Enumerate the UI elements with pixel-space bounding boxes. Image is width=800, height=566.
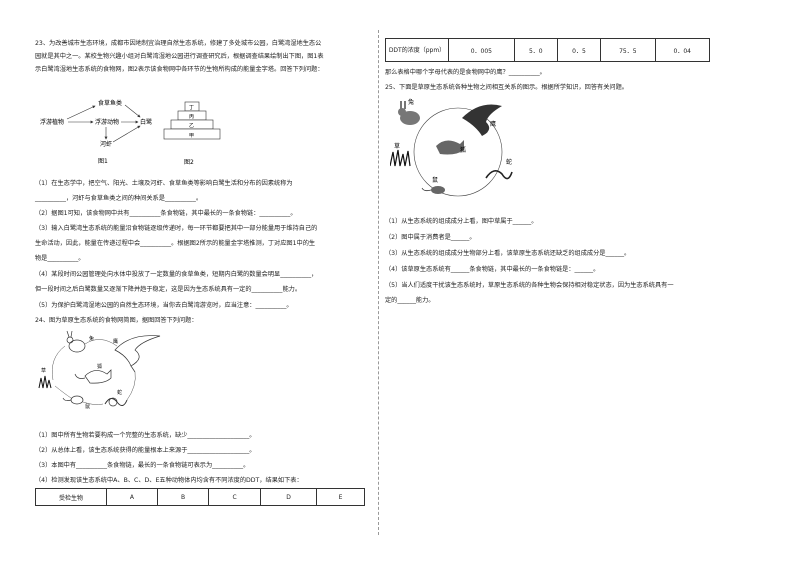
snake-icon <box>485 170 513 180</box>
q23-s1b: __________，河虾与食草鱼类之间的种间关系是__________。 <box>35 195 203 202</box>
table-header-e: E <box>316 488 365 506</box>
rabbit-icon <box>66 330 86 353</box>
q23-s3b: 生命活动，因此，能量在传递过程中会__________。根据图2所示的能量金字塔… <box>35 240 316 247</box>
q25-cycle-ring <box>413 107 503 197</box>
q25-label-eagle: 鹰 <box>490 120 496 128</box>
fig1-node-mid: 浮游动物 <box>95 118 119 126</box>
fox-icon <box>436 140 464 155</box>
fig1-caption: 图1 <box>98 158 108 165</box>
q24-label-mouse: 鼠 <box>85 403 90 410</box>
q23-intro-line1: 23、为改善城市生态环境，成都市因地制宜治理自然生态系统，修建了多处城市公园，白… <box>35 40 322 47</box>
column-divider <box>378 30 379 535</box>
q23-s4a: （4）某段时间公园管理处向水体中投放了一定数量的食草鱼类，短期内白鹭的数量会明显… <box>35 271 318 278</box>
fig1-node-bottom: 河虾 <box>100 140 112 148</box>
q23-intro-line2: 园就是其中之一。某校生物兴趣小组对白鹭湾湿地公园进行调查研究后，根据调查结果绘制… <box>35 53 324 60</box>
rabbit-icon <box>398 101 420 125</box>
table-header-b: B <box>156 488 210 506</box>
q24-label-snake: 蛇 <box>117 389 122 396</box>
q23-s2: （2）据图1可知，该食物网中共有__________条食物链，其中最长的一条食物… <box>35 210 297 217</box>
q25-label-snake: 蛇 <box>506 158 512 166</box>
q25-s3: （3）从生态系统的组成成分生物部分上看，该草原生态系统还缺乏的组成成分是____… <box>385 250 631 257</box>
q25-s5a: （5）当人们适度干扰该生态系统时，草原生态系统的各种生物会保持相对稳定状态，因为… <box>385 282 674 289</box>
fig2-caption: 图2 <box>184 159 194 166</box>
mouse-icon <box>421 186 445 194</box>
q23-s1a: （1）在生态学中，把空气、阳光、土壤及河虾、食草鱼类等影响白鹭生活和分布的因素统… <box>35 180 293 187</box>
q24-ddt-table-header: 受检生物 A B C D E <box>35 488 365 506</box>
fig1-node-right: 白鹭 <box>140 118 152 126</box>
q25-food-web-figure: 兔 鹰 草 狐 鼠 蛇 <box>390 98 513 197</box>
fox-icon <box>74 369 112 384</box>
q24-intro: 24、图为草原生态系统的食物网简图，据图回答下列问题： <box>35 317 198 324</box>
grass-icon <box>38 375 52 389</box>
q25-s4: （4）该草原生态系统有______条食物链，其中最长的一条食物链是：______… <box>385 266 600 273</box>
ddt-value-e: 0．04 <box>654 38 711 62</box>
q23-s4b: 但一段时间之后白鹭数量又逐渐下降并趋于稳定，这是因为生态系统具有一定的_____… <box>35 286 302 293</box>
q23-food-web-figure: 食草鱼类 浮游植物 浮游动物 白鹭 河虾 图1 <box>40 99 152 165</box>
q25-s1: （1）从生态系统的组成成分上看，图中草属于______。 <box>385 218 538 225</box>
q25-label-grass: 草 <box>394 142 400 150</box>
eagle-icon <box>114 335 161 373</box>
grass-icon <box>390 149 411 167</box>
ddt-value-a: 0．005 <box>448 38 515 62</box>
pyramid-label-2: 丙 <box>189 114 194 120</box>
q23-s5: （5）为保护白鹭湾湿地公园的自然生态环境，当你去白鹭湾游览时，应当注意：____… <box>35 302 293 309</box>
mouse-icon <box>62 395 84 405</box>
q23-intro-line3: 示白鹭湾湿地生态系统的食物网，图2表示该食物网中各环节的生物所构成的能量金字塔。… <box>35 66 324 73</box>
fig1-node-left: 浮游植物 <box>40 118 64 126</box>
ddt-value-b: 5．0 <box>513 38 558 62</box>
q25-s2: （2）图中属于消费者是______。 <box>385 234 476 241</box>
q25-s5b: 定的______能力。 <box>385 297 435 304</box>
q24-food-web-figure: 兔 鹰 狐 草 鼠 蛇 <box>38 330 161 410</box>
ddt-value-d: 75．5 <box>600 38 656 62</box>
ddt-concentration-row: DDT的浓度（ppm） 0．005 5．0 0．5 75．5 0．04 <box>385 38 711 62</box>
table-header-subject: 受检生物 <box>35 488 107 506</box>
eagle-icon <box>462 104 502 136</box>
q25-label-mouse: 鼠 <box>432 176 438 184</box>
q25-label-rabbit: 兔 <box>408 98 414 106</box>
snake-icon <box>104 397 128 407</box>
pyramid-label-1: 丁 <box>189 105 194 111</box>
table-header-c: C <box>208 488 261 506</box>
q24-s2: （2）从总体上看，该生态系统获得的能量根本上来源于_______________… <box>35 447 256 454</box>
ddt-value-c: 0．5 <box>556 38 602 62</box>
pyramid-label-3: 乙 <box>189 122 194 129</box>
q23-s3a: （3）输入白鹭湾生态系统的能量沿食物链逐级传递时，每一环节都要把其中一部分能量用… <box>35 225 318 232</box>
q24-s3: （3）本图中有__________条食物链，最长的一条食物链可表示为______… <box>35 462 250 469</box>
q24-s1: （1）图中所有生物若要构成一个完整的生态系统，缺少_______________… <box>35 432 256 439</box>
q24-label-fox: 狐 <box>97 363 102 370</box>
pyramid-label-4: 甲 <box>189 133 194 139</box>
fig1-node-top: 食草鱼类 <box>98 99 122 107</box>
q24-label-grass: 草 <box>41 367 46 374</box>
q25-intro: 25、下面是草原生态系统各种生物之间相互关系的图示。根据所学知识，回答有关问题。 <box>385 84 628 91</box>
pyramid-level-4 <box>163 128 221 140</box>
q24-s4: （4）检测发现该生态系统中A、B、C、D、E五种动物体内均含有不同浓度的DDT，… <box>35 477 303 484</box>
q23-energy-pyramid-figure: 丁 丙 乙 甲 图2 <box>163 101 221 166</box>
q23-s3c: 物是__________。 <box>35 255 85 262</box>
table-header-d: D <box>259 488 318 506</box>
q24-label-eagle: 鹰 <box>113 338 118 345</box>
q24-label-rabbit: 兔 <box>89 335 94 342</box>
q24-tail: 那么表格中哪个字母代表的是食物网中的鹰？__________。 <box>385 69 546 76</box>
table-header-a: A <box>106 488 158 506</box>
q25-label-fox: 狐 <box>460 146 466 154</box>
ddt-row-label: DDT的浓度（ppm） <box>385 38 449 62</box>
